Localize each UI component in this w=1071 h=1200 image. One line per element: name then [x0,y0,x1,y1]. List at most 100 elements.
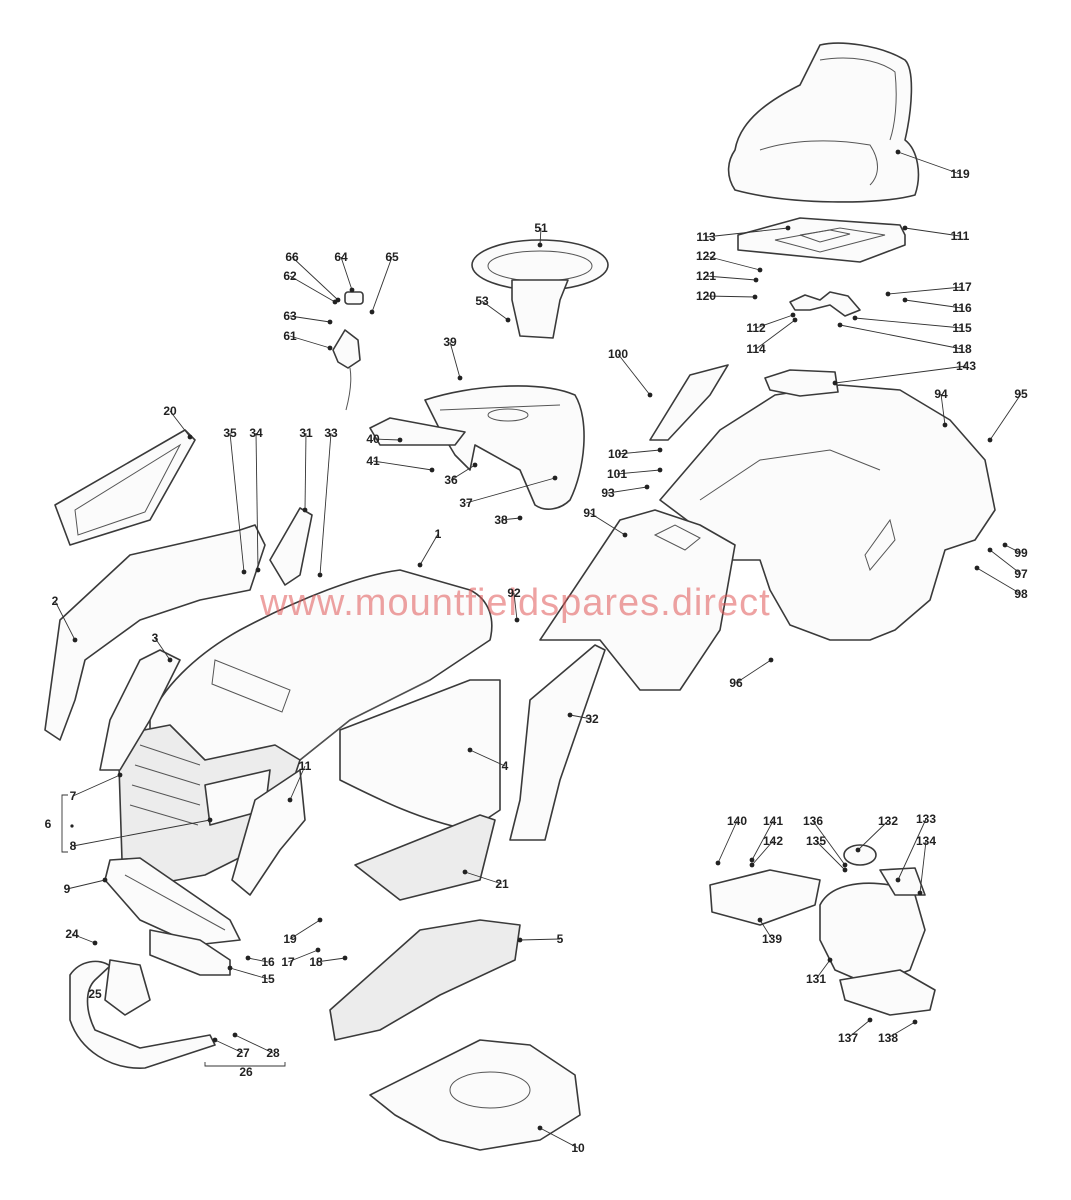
callout-label-18: 18 [309,955,323,969]
leader-line-16 [247,957,269,963]
callout-label-40: 40 [366,432,380,446]
leader-dot-63 [327,319,333,325]
leader-line-34 [255,432,259,571]
leader-dot-36 [472,462,478,468]
leader-line-24 [71,933,96,944]
leader-line-121 [705,275,757,281]
leader-line-53 [481,300,509,321]
leader-dot-11 [287,797,293,803]
callout-label-17: 17 [281,955,295,969]
leader-dot-20 [187,434,193,440]
leader-dot-61 [327,345,333,351]
leader-dot-37 [552,475,558,481]
leader-dot-94 [942,422,948,428]
leader-line-115 [854,317,963,329]
callout-label-134: 134 [916,834,936,848]
callout-label-66: 66 [285,250,299,264]
leader-line-112 [755,314,794,329]
leader-line-93 [607,486,648,494]
leader-dot-135 [842,867,848,873]
steering-wheel-part [471,239,609,339]
callout-label-137: 137 [838,1031,858,1045]
callout-label-8: 8 [70,839,77,853]
callout-label-133: 133 [916,812,936,826]
callout-label-140: 140 [727,814,747,828]
leader-line-15 [229,967,269,980]
callout-label-132: 132 [878,814,898,828]
vent-panel-part [54,429,196,546]
group-bracket-6 [61,794,68,853]
leader-dot-2 [72,637,78,643]
leader-dot-96 [768,657,774,663]
callout-label-32: 32 [585,712,599,726]
leader-dot-142 [749,862,755,868]
leader-dot-16 [245,955,251,961]
leader-dot-7 [117,772,123,778]
leader-dot-119 [895,149,901,155]
leader-line-19 [289,919,321,940]
callout-label-62: 62 [283,269,297,283]
leader-line-119 [897,151,961,175]
callout-label-63: 63 [283,309,297,323]
callout-label-37: 37 [459,496,473,510]
leader-line-1 [419,533,439,566]
floor-pan-part [369,1039,581,1151]
callout-label-28: 28 [266,1046,280,1060]
leader-line-113 [705,227,789,238]
callout-label-21: 21 [495,877,509,891]
leader-dot-143 [832,380,838,386]
bracket-31-part [269,507,313,586]
callout-label-27: 27 [236,1046,250,1060]
leader-line-65 [371,256,393,313]
leader-line-5 [519,938,561,941]
rear-fender-part [659,369,996,641]
leader-dot-141 [749,857,755,863]
leader-dot-5 [517,937,523,943]
callout-label-99: 99 [1014,546,1028,560]
leader-line-17 [287,949,319,963]
leader-line-141 [751,820,774,861]
callout-label-120: 120 [696,289,716,303]
leader-line-28 [234,1034,274,1054]
leader-dot-114 [792,317,798,323]
leader-line-98 [976,567,1022,595]
leader-line-11 [289,765,306,801]
leader-dot-35 [241,569,247,575]
callout-label-97: 97 [1014,567,1028,581]
side-skirt-5-part [329,919,521,1041]
leader-dot-24 [92,940,98,946]
callout-label-34: 34 [249,426,263,440]
leader-line-3 [154,637,171,661]
leader-line-39 [449,341,461,379]
leader-line-94 [940,393,946,426]
leader-line-143 [834,365,967,384]
leader-line-111 [904,227,961,237]
callout-label-11: 11 [299,759,312,773]
callout-label-136: 136 [803,814,823,828]
leader-dot-117 [885,291,891,297]
leader-dot-95 [987,437,993,443]
leader-dot-121 [753,277,759,283]
leader-line-114 [755,319,796,350]
leader-dot-111 [902,225,908,231]
lower-grille-part [104,857,241,946]
callout-label-142: 142 [763,834,783,848]
leader-dot-102 [657,447,663,453]
leader-dot-137 [867,1017,873,1023]
leader-line-33 [319,432,332,576]
leader-dot-15 [227,965,233,971]
leader-line-139 [759,919,773,940]
leader-dot-32 [567,712,573,718]
callout-label-102: 102 [608,447,628,461]
callout-label-3: 3 [152,631,159,645]
leader-line-41 [372,460,433,471]
dash-bracket-40 [369,417,466,446]
seat-plate-part [737,217,906,317]
callout-label-116: 116 [952,301,972,315]
leader-line-51 [539,227,542,246]
seat-part [727,42,920,203]
leader-line-21 [464,871,503,885]
leader-line-37 [465,477,556,504]
callout-label-26: 26 [239,1065,253,1079]
